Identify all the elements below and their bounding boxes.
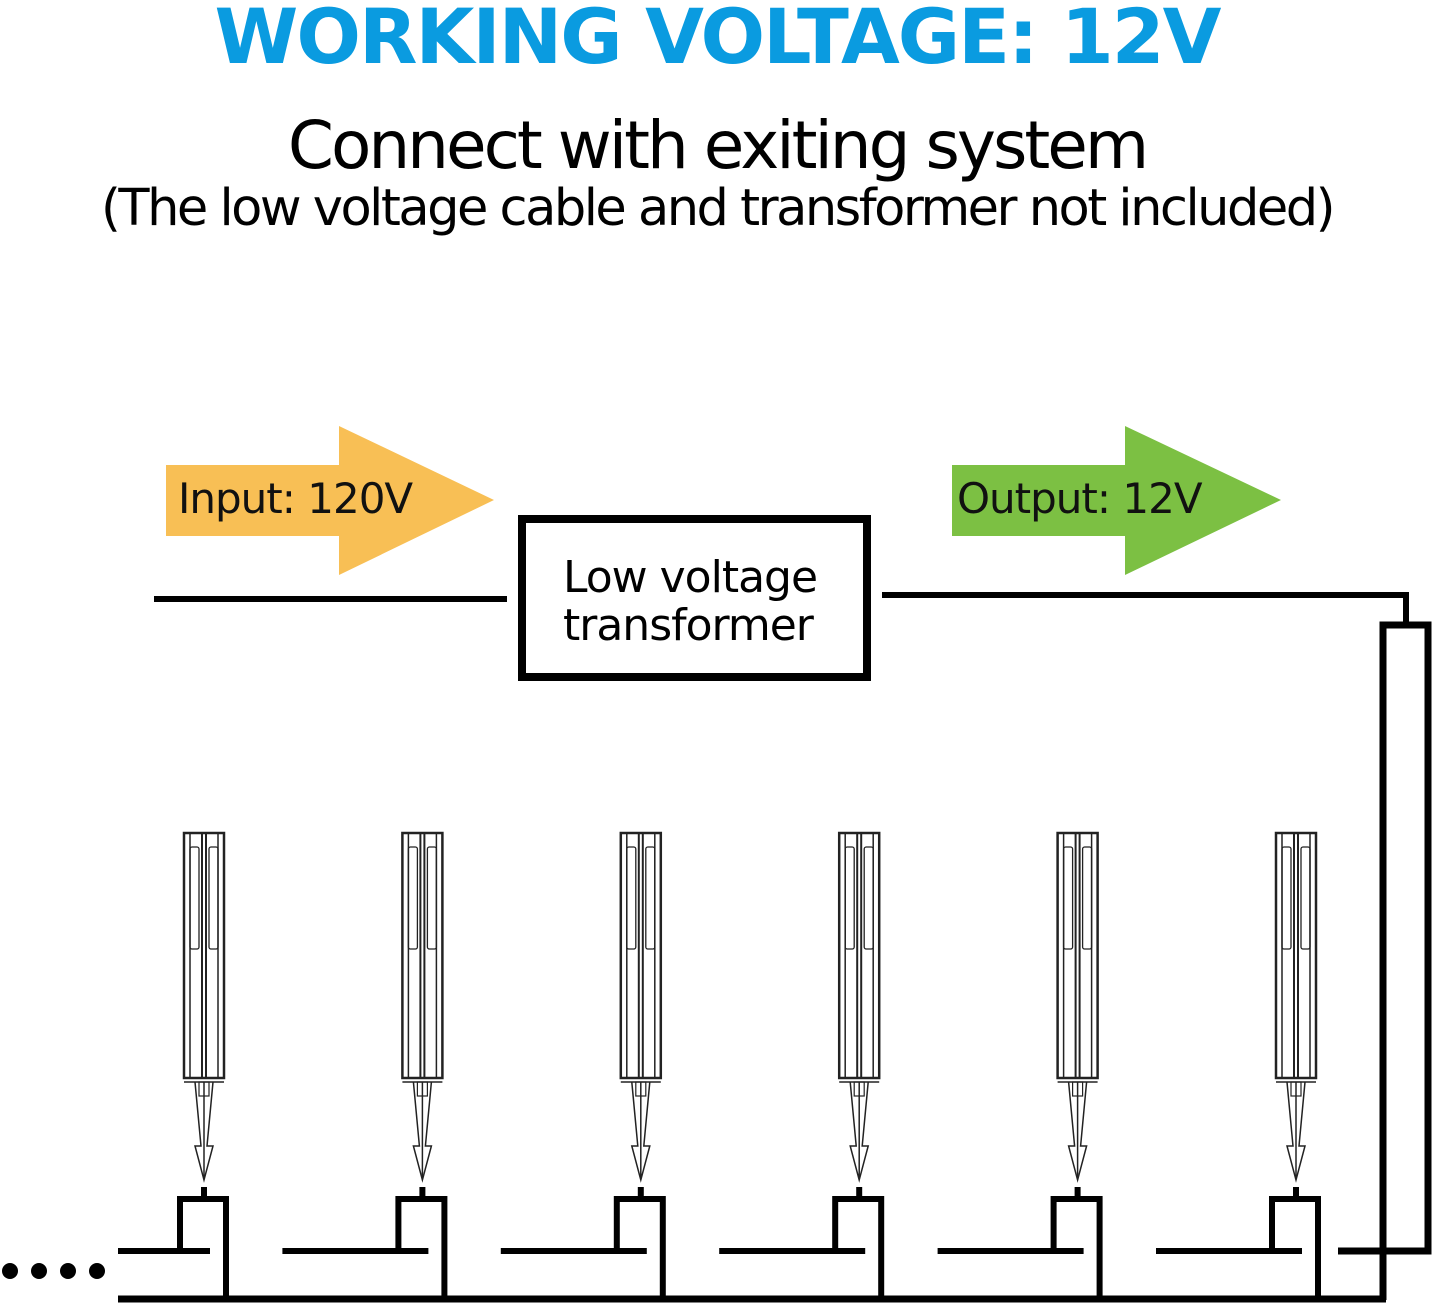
continuation-dot	[60, 1263, 76, 1279]
output-cable	[882, 592, 1409, 625]
transformer-label-line1: Low voltage	[563, 552, 817, 603]
fixture-connector	[282, 1187, 448, 1300]
output-voltage-label: Output: 12V	[957, 474, 1203, 523]
continuation-dot	[31, 1263, 47, 1279]
pathway-light-fixture	[118, 831, 229, 1300]
input-arrow-icon	[166, 426, 494, 575]
pathway-light-stake-icon	[401, 831, 444, 1183]
fixture-connector	[719, 1187, 885, 1300]
input-arrow: Input: 120V	[166, 426, 494, 575]
continuation-dot	[89, 1263, 105, 1279]
transformer-label-line2: transformer	[563, 600, 815, 651]
pathway-light-stake-icon	[182, 831, 226, 1183]
pathway-light-fixture	[719, 831, 885, 1300]
pathway-light-fixture	[937, 831, 1103, 1300]
pathway-light-stake-icon	[1056, 831, 1099, 1183]
page-title: WORKING VOLTAGE: 12V	[214, 0, 1222, 81]
pathway-light-stake-icon	[837, 831, 881, 1183]
pathway-light-stake-icon	[1274, 831, 1318, 1183]
input-voltage-label: Input: 120V	[178, 474, 413, 523]
output-arrow: Output: 12V	[952, 426, 1281, 575]
pathway-light-fixture	[282, 831, 448, 1300]
pathway-light-fixture	[1156, 831, 1321, 1300]
output-arrow-icon	[952, 426, 1281, 575]
fixture-connector	[118, 1187, 229, 1300]
fixtures	[118, 831, 1321, 1300]
fixture-connector	[500, 1187, 666, 1300]
not-included-note: (The low voltage cable and transformer n…	[101, 179, 1335, 238]
continuation-dot	[2, 1263, 18, 1279]
subtitle: Connect with exiting system	[287, 107, 1149, 184]
return-loop	[1338, 621, 1432, 1300]
pathway-light-fixture	[500, 831, 666, 1300]
continuation-dots	[2, 1263, 105, 1279]
fixture-connector	[1156, 1187, 1321, 1300]
fixture-connector	[937, 1187, 1103, 1300]
transformer-box: Low voltage transformer	[518, 515, 871, 681]
pathway-light-stake-icon	[619, 831, 663, 1183]
